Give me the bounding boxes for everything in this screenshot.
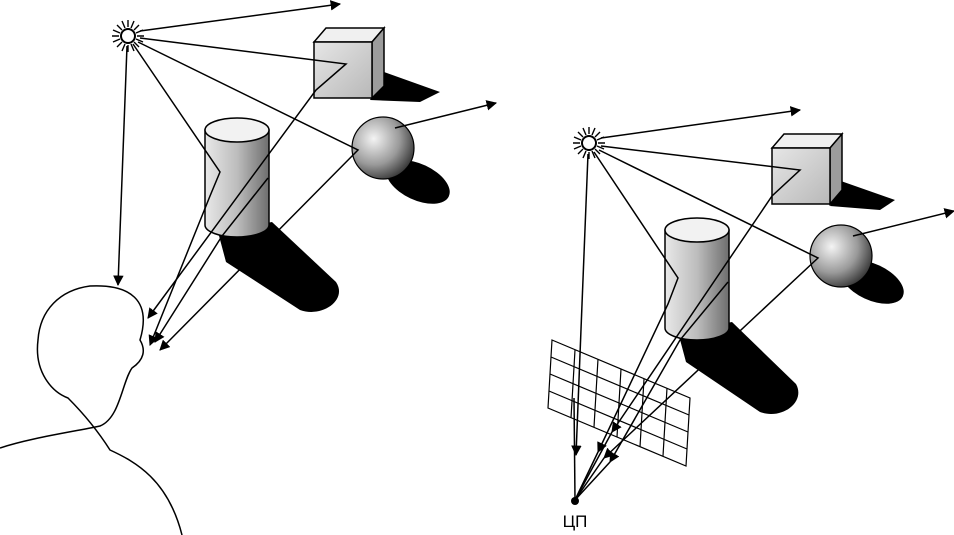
left-diagram — [0, 4, 496, 535]
ray-to-center-3 — [575, 458, 604, 500]
right-diagram: ЦП — [548, 110, 954, 531]
ray-to-sky-right — [601, 110, 800, 138]
projection-center-point — [571, 497, 579, 505]
ray-to-center-4 — [575, 452, 598, 500]
head-silhouette-icon — [0, 286, 182, 535]
cylinder-icon — [665, 218, 729, 340]
cube-icon — [314, 28, 384, 98]
light-source-icon — [112, 20, 144, 52]
cylinder-icon — [205, 118, 269, 237]
ray-sphere-out — [395, 103, 496, 128]
ray-to-sky — [140, 4, 340, 31]
ray-to-center-1 — [574, 398, 575, 500]
light-source-icon — [573, 127, 605, 159]
ray-sphere-out-right — [853, 211, 954, 236]
projection-center-label: ЦП — [563, 512, 588, 531]
ray-direct-down — [118, 46, 127, 285]
cube-icon — [772, 134, 842, 204]
